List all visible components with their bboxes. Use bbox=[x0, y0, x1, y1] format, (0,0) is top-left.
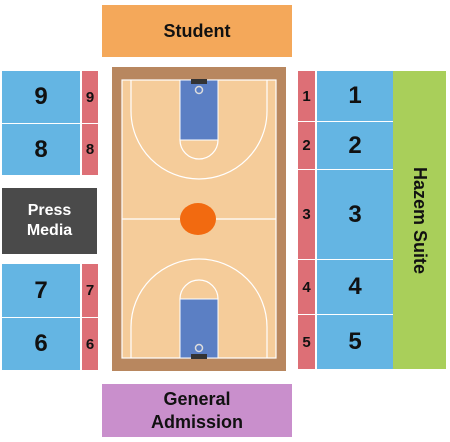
section-7[interactable]: 7 bbox=[2, 264, 80, 317]
section-1[interactable]: 1 bbox=[317, 71, 393, 121]
section-4-strip-label: 4 bbox=[302, 278, 311, 296]
section-9-strip[interactable]: 9 bbox=[82, 71, 98, 123]
section-4-strip[interactable]: 4 bbox=[298, 259, 315, 314]
three-point-line-bottom bbox=[130, 258, 268, 358]
section-3-strip-label: 3 bbox=[302, 206, 311, 223]
section-general-admission[interactable]: General Admission bbox=[102, 384, 292, 437]
section-7-strip[interactable]: 7 bbox=[82, 264, 98, 317]
section-hazem-suite-label: Hazem Suite bbox=[410, 166, 431, 274]
hoop-top-icon bbox=[191, 79, 207, 95]
section-student-label: Student bbox=[163, 20, 231, 41]
paint-bottom bbox=[179, 298, 219, 359]
section-6-label: 6 bbox=[34, 330, 48, 357]
section-2-strip[interactable]: 2 bbox=[298, 121, 315, 169]
three-point-line-top bbox=[130, 80, 268, 180]
section-9-label: 9 bbox=[34, 83, 48, 110]
section-6-strip[interactable]: 6 bbox=[82, 317, 98, 370]
section-2-label: 2 bbox=[348, 131, 362, 159]
section-8-strip[interactable]: 8 bbox=[82, 123, 98, 175]
section-press-media[interactable]: Press Media bbox=[2, 188, 97, 254]
section-1-label: 1 bbox=[348, 82, 362, 109]
section-student[interactable]: Student bbox=[102, 5, 292, 57]
section-3[interactable]: 3 bbox=[317, 169, 393, 259]
section-3-label: 3 bbox=[348, 200, 362, 228]
section-2-strip-label: 2 bbox=[302, 137, 311, 154]
free-throw-circle-top bbox=[179, 139, 219, 160]
section-5-strip[interactable]: 5 bbox=[298, 314, 315, 369]
section-8-label: 8 bbox=[34, 135, 48, 163]
basketball-court bbox=[112, 67, 286, 371]
section-2[interactable]: 2 bbox=[317, 121, 393, 169]
hoop-bottom-icon bbox=[191, 343, 207, 359]
section-general-admission-label: General Admission bbox=[150, 389, 243, 432]
free-throw-circle-bottom bbox=[179, 279, 219, 300]
section-6-strip-label: 6 bbox=[85, 335, 95, 353]
section-4-label: 4 bbox=[348, 273, 362, 300]
section-hazem-suite[interactable]: Hazem Suite bbox=[393, 71, 446, 369]
section-4[interactable]: 4 bbox=[317, 259, 393, 314]
section-1-strip-label: 1 bbox=[302, 87, 311, 105]
section-9[interactable]: 9 bbox=[2, 71, 80, 123]
paint-top bbox=[179, 79, 219, 141]
section-5-label: 5 bbox=[348, 328, 362, 355]
section-3-strip[interactable]: 3 bbox=[298, 169, 315, 259]
section-8-strip-label: 8 bbox=[85, 141, 95, 158]
section-press-media-label: Press Media bbox=[26, 202, 73, 239]
section-9-strip-label: 9 bbox=[85, 88, 95, 106]
section-7-label: 7 bbox=[34, 276, 48, 304]
section-5[interactable]: 5 bbox=[317, 314, 393, 369]
section-5-strip-label: 5 bbox=[302, 333, 311, 351]
section-7-strip-label: 7 bbox=[85, 282, 95, 299]
section-6[interactable]: 6 bbox=[2, 317, 80, 370]
section-8[interactable]: 8 bbox=[2, 123, 80, 175]
center-circle bbox=[180, 203, 216, 235]
section-1-strip[interactable]: 1 bbox=[298, 71, 315, 121]
